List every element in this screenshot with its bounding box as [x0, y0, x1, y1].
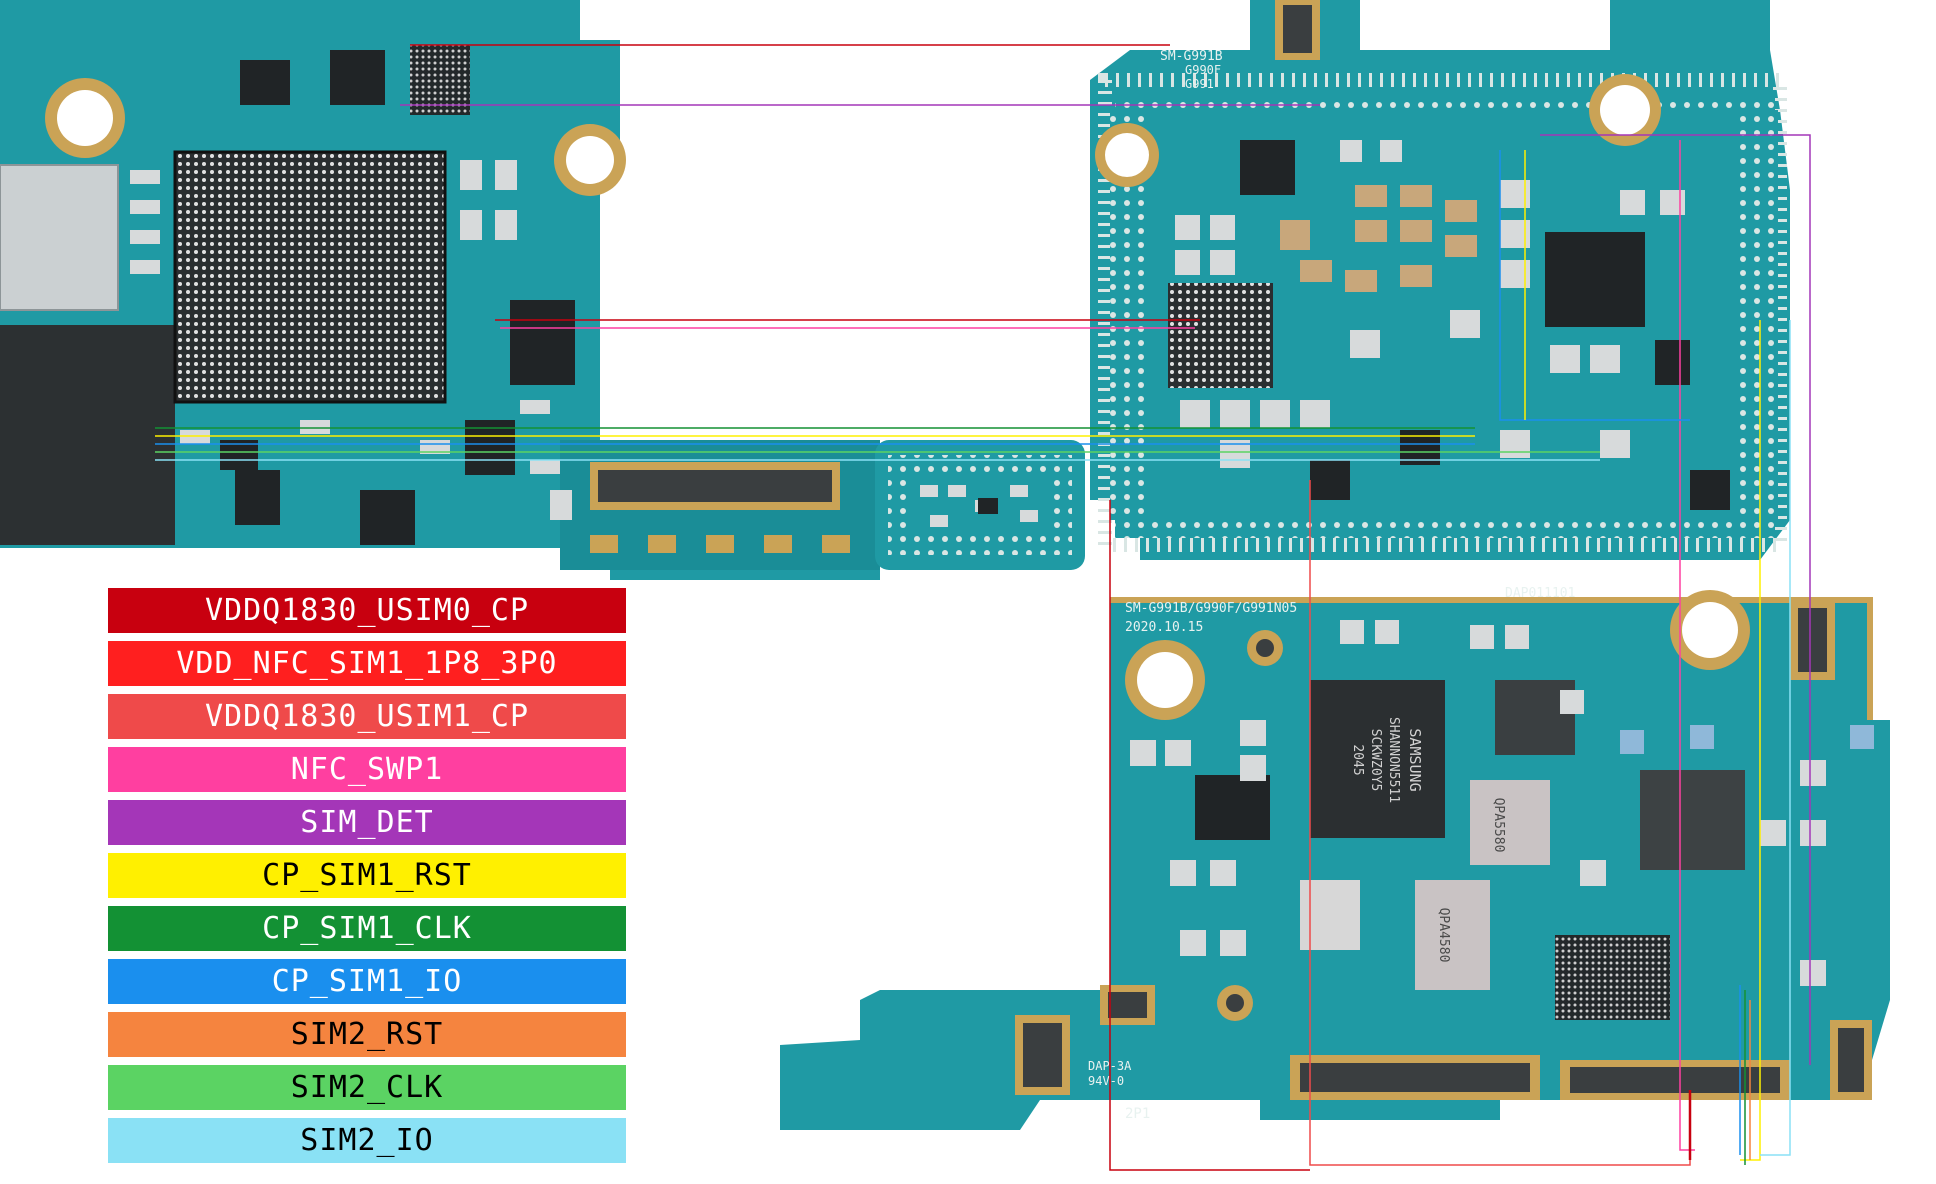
- modem-chip-year: 2045: [1350, 744, 1365, 775]
- legend-item: VDDQ1830_USIM0_CP: [108, 588, 626, 633]
- pa-chip-label: QPA5580: [1491, 798, 1506, 853]
- legend-item-label: VDD_NFC_SIM1_1P8_3P0: [176, 646, 558, 681]
- modem-chip-model: SHANNON5511: [1386, 717, 1401, 803]
- board-model-sub1: G990F: [1185, 63, 1221, 77]
- pa-chip2-label: QPA4580: [1436, 908, 1451, 963]
- board-model-bottom: SM-G991B/G990F/G991N05: [1125, 601, 1297, 616]
- legend-item-label: NFC_SWP1: [290, 752, 444, 787]
- board-model-sub2: G991: [1185, 77, 1214, 91]
- legend-item-label: CP_SIM1_RST: [262, 858, 472, 893]
- legend-item-label: SIM2_IO: [300, 1123, 434, 1158]
- legend-item-label: VDDQ1830_USIM1_CP: [204, 699, 530, 734]
- legend-item-label: VDDQ1830_USIM0_CP: [204, 593, 530, 628]
- top-left-board: [0, 0, 880, 580]
- signal-traces: [155, 44, 1811, 1171]
- legend-item: SIM2_RST: [108, 1012, 626, 1057]
- legend-item: CP_SIM1_IO: [108, 959, 626, 1004]
- modem-chip-code: SCKWZ0Y5: [1368, 729, 1383, 792]
- legend-item: CP_SIM1_CLK: [108, 906, 626, 951]
- bottom-right-board: SAMSUNG SHANNON5511 SCKWZ0Y5 2045 QPA558…: [780, 586, 1890, 1130]
- legend-item: VDD_NFC_SIM1_1P8_3P0: [108, 641, 626, 686]
- legend-item: VDDQ1830_USIM1_CP: [108, 694, 626, 739]
- p1-label: 2P1: [1125, 1106, 1150, 1122]
- legend-item: SIM2_CLK: [108, 1065, 626, 1110]
- board-date: 2020.10.15: [1125, 620, 1203, 635]
- legend-item: CP_SIM1_RST: [108, 853, 626, 898]
- dap-sub-label: 94V-0: [1088, 1074, 1124, 1088]
- modem-chip-brand: SAMSUNG: [1406, 728, 1424, 791]
- legend-item: SIM2_IO: [108, 1118, 626, 1163]
- board-code: DAP011101: [1505, 586, 1575, 601]
- legend-item-label: SIM2_CLK: [290, 1070, 444, 1105]
- legend-item: NFC_SWP1: [108, 747, 626, 792]
- legend-item-label: CP_SIM1_CLK: [262, 911, 472, 946]
- top-right-board: SM-G991B G990F G991: [1090, 0, 1790, 560]
- legend-item-label: SIM2_RST: [290, 1017, 444, 1052]
- board-model-top: SM-G991B: [1160, 49, 1223, 64]
- legend-item-label: SIM_DET: [300, 805, 434, 840]
- legend-item-label: CP_SIM1_IO: [271, 964, 463, 999]
- legend-item: SIM_DET: [108, 800, 626, 845]
- center-small-board: [875, 440, 1085, 570]
